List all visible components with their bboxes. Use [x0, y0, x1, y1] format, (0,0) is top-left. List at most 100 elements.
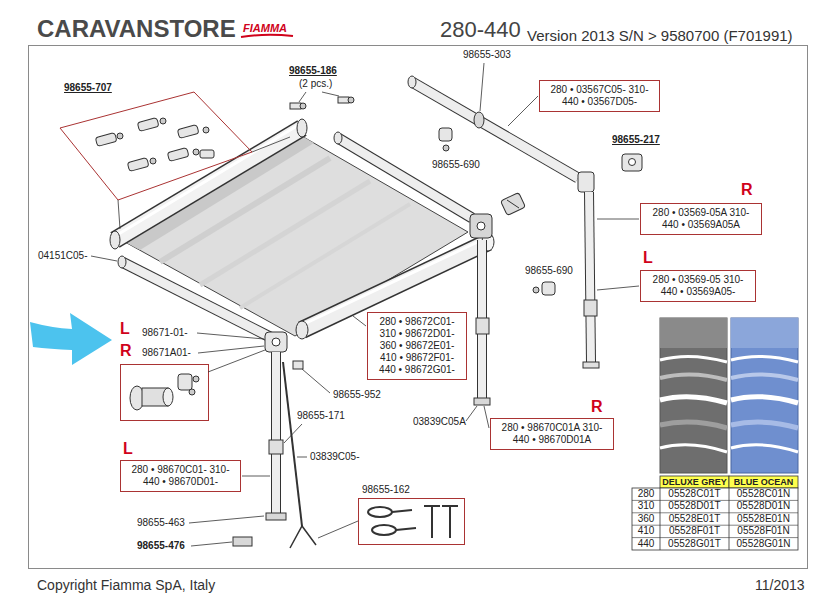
- callout-number: 98671A01-: [142, 347, 191, 359]
- fabric-table-grid: [660, 476, 729, 488]
- rear-rafter: [474, 112, 484, 128]
- small-parts: [300, 103, 306, 109]
- table-cell: 05528D01T: [660, 500, 729, 512]
- part-number-box: 280 • 03567C05- 310-440 • 03567D05-: [539, 80, 660, 112]
- rear-rafter: [408, 76, 416, 88]
- small-parts: [622, 154, 642, 171]
- roller-cassette: [110, 119, 307, 249]
- callout-number: 98655-303: [463, 49, 511, 61]
- leader-lines: [508, 96, 538, 126]
- detail-box-707: [60, 92, 252, 200]
- left-leg: [266, 513, 286, 520]
- detail-box-707: [117, 133, 123, 139]
- callout-number: 98655-476: [137, 540, 185, 552]
- awning-canvas: [125, 135, 468, 336]
- small-parts: [439, 128, 452, 141]
- leader-lines: [91, 63, 639, 546]
- upper-right-arm: [334, 132, 472, 218]
- table-cell: 05528F01N: [729, 525, 798, 537]
- small-parts: [542, 282, 555, 295]
- table-cell: 410: [632, 525, 660, 537]
- callout-number: 98671-01-: [142, 327, 188, 339]
- left-roof-bar: [118, 256, 272, 338]
- callout-number: (2 pcs.): [299, 78, 332, 90]
- detail-box-162: [396, 528, 416, 530]
- fabric-swatches: [660, 397, 727, 403]
- part-numbers: 280 • 03569-05A 310-440 • 03569A05A: [648, 207, 754, 231]
- left-leg: [233, 352, 286, 546]
- leader-lines: [91, 256, 117, 261]
- callout-number: 98655-707: [64, 82, 112, 94]
- table-cell: 440: [632, 538, 660, 550]
- left-roof-bar: [122, 262, 272, 338]
- part-number-box: L280 • 98670C01- 310-440 • 98670D01-: [120, 460, 241, 492]
- rear-leg: [589, 192, 591, 362]
- leader-lines: [191, 542, 232, 546]
- detail-box-707: [167, 148, 189, 162]
- leader-lines: [353, 316, 366, 326]
- table-cell: 05528C01T: [660, 488, 729, 500]
- upper-right-arm: [334, 132, 342, 144]
- leader-lines: [466, 406, 477, 421]
- right-hub: [470, 214, 492, 238]
- part-numbers: 280 • 03569-05 310-440 • 03569A05-: [648, 274, 748, 298]
- fabric-table-grid: [729, 488, 730, 550]
- right-leg: [474, 240, 490, 405]
- table-header: BLUE OCEAN: [729, 476, 798, 488]
- fabric-swatches: [660, 318, 727, 473]
- side-marker: L: [120, 320, 130, 338]
- table-cell: 280: [632, 488, 660, 500]
- table-cell: 05528E01T: [660, 513, 729, 525]
- detail-box-707: [160, 118, 166, 124]
- fabric-swatches: [660, 318, 798, 473]
- right-leg: [474, 398, 490, 405]
- detail-box-162: [368, 507, 392, 517]
- small-parts: [290, 103, 301, 109]
- table-cell: 05528D01N: [729, 500, 798, 512]
- part-number-box: R280 • 98670C01A 310-440 • 98670D01A: [490, 418, 614, 450]
- left-leg: [233, 537, 252, 546]
- blue-pointer-arrow: [30, 313, 112, 365]
- detail-box-707: [95, 133, 117, 147]
- table-cell: 05528F01T: [660, 525, 729, 537]
- awning-canvas: [160, 158, 330, 262]
- table-cell: 05528G01N: [729, 538, 798, 550]
- rear-leg: [583, 192, 599, 368]
- fabric-swatches: [660, 356, 727, 362]
- detail-box-707: [137, 118, 159, 132]
- upper-right-arm: [338, 138, 472, 218]
- leader-lines: [198, 346, 264, 353]
- callout-number: 98655-186: [289, 65, 337, 77]
- table-cell: 05528E01N: [729, 513, 798, 525]
- detail-box-707: [150, 158, 156, 164]
- callout-number: 98655-162: [362, 484, 410, 496]
- leader-lines: [597, 286, 639, 290]
- awning-canvas: [125, 135, 468, 336]
- fabric-swatches: [660, 374, 727, 380]
- rear-leg: [584, 300, 597, 316]
- callout-number: 03839C05-: [310, 451, 359, 463]
- callout-number: 98655-690: [432, 159, 480, 171]
- side-marker: L: [123, 440, 133, 458]
- fabric-swatches: [660, 318, 727, 348]
- detail-box-162: [372, 525, 396, 535]
- table-header: DELUXE GREY: [660, 476, 729, 488]
- detail-box-98671: [121, 365, 209, 421]
- left-hub: [265, 332, 287, 352]
- small-parts: [501, 193, 526, 216]
- leader-lines: [118, 200, 120, 229]
- left-leg: [269, 440, 283, 454]
- leader-lines: [484, 406, 489, 428]
- part-numbers: 280 • 98672C01- 310 • 98672D01- 360 • 98…: [375, 316, 459, 376]
- side-marker: L: [643, 249, 653, 267]
- front-lead-bar: [296, 321, 308, 339]
- leader-lines: [297, 457, 307, 458]
- right-leg: [476, 318, 489, 334]
- frame: [29, 46, 808, 569]
- callout-number: 04151C05-: [38, 250, 87, 262]
- leader-lines: [284, 424, 302, 443]
- maker-logo: FIAMMA: [243, 22, 287, 35]
- part-number-box: 280 • 98672C01- 310 • 98672D01- 360 • 98…: [367, 312, 467, 380]
- detail-box-707: [203, 127, 209, 133]
